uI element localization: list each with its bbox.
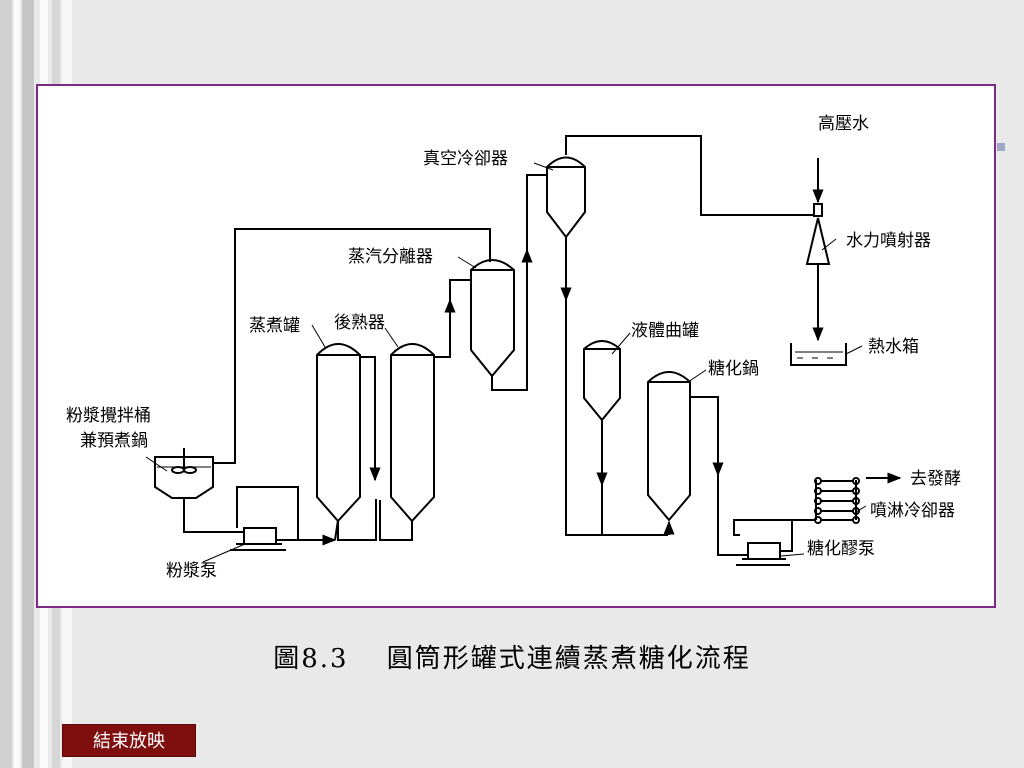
label-cooking-tank: 蒸煮罐: [249, 316, 300, 336]
steam-separator-vessel: [470, 259, 515, 378]
label-after-ripener: 後熟器: [334, 312, 385, 333]
label-hot-water-tank: 熱水箱: [868, 337, 919, 357]
process-flow-diagram: 高壓水 真空冷卻器 水力噴射器 蒸汽分離器 蒸煮罐 後熟器 液體曲罐 熱水箱 糖…: [66, 114, 961, 581]
label-steam-separator: 蒸汽分離器: [348, 247, 433, 267]
label-spray-cooler: 噴淋冷卻器: [870, 501, 955, 521]
label-vacuum-cooler: 真空冷卻器: [423, 149, 508, 169]
decor-stripe-1: [0, 0, 12, 768]
ejector-nozzle: [813, 203, 823, 217]
decor-stripe-2: [14, 0, 20, 768]
label-liquid-koji-tank: 液體曲罐: [631, 321, 699, 341]
liquid-koji-tank: [583, 340, 621, 422]
label-slurry-mixer-line2: 兼預煮鍋: [80, 431, 148, 451]
label-slurry-pump: 粉漿泵: [166, 561, 217, 581]
after-ripener: [390, 343, 435, 523]
figure-caption: 圖8.3 圓筒形罐式連續蒸煮糖化流程: [273, 644, 751, 674]
label-slurry-mixer-line1: 粉漿攪拌桶: [66, 406, 151, 426]
label-saccharification-pot: 糖化鍋: [708, 359, 759, 379]
vacuum-cooler-vessel: [546, 156, 586, 239]
label-to-fermentation: 去發酵: [910, 469, 961, 489]
end-show-button[interactable]: 結束放映: [62, 724, 196, 757]
decor-square: [997, 143, 1005, 151]
slurry-pump: [230, 527, 286, 551]
label-mash-pump: 糖化醪泵: [807, 539, 875, 559]
slurry-mixer-tank: [154, 448, 214, 499]
diagram-panel: 高壓水 真空冷卻器 水力噴射器 蒸汽分離器 蒸煮罐 後熟器 液體曲罐 熱水箱 糖…: [36, 84, 996, 608]
cooking-tank: [316, 343, 361, 523]
label-water-ejector: 水力噴射器: [846, 231, 931, 251]
label-high-pressure-water: 高壓水: [818, 114, 869, 134]
decor-stripe-3: [22, 0, 34, 768]
saccharification-pot: [647, 371, 691, 522]
water-ejector: [805, 217, 831, 265]
spray-cooler-coil: [814, 477, 860, 524]
hot-water-tank: [790, 343, 847, 366]
